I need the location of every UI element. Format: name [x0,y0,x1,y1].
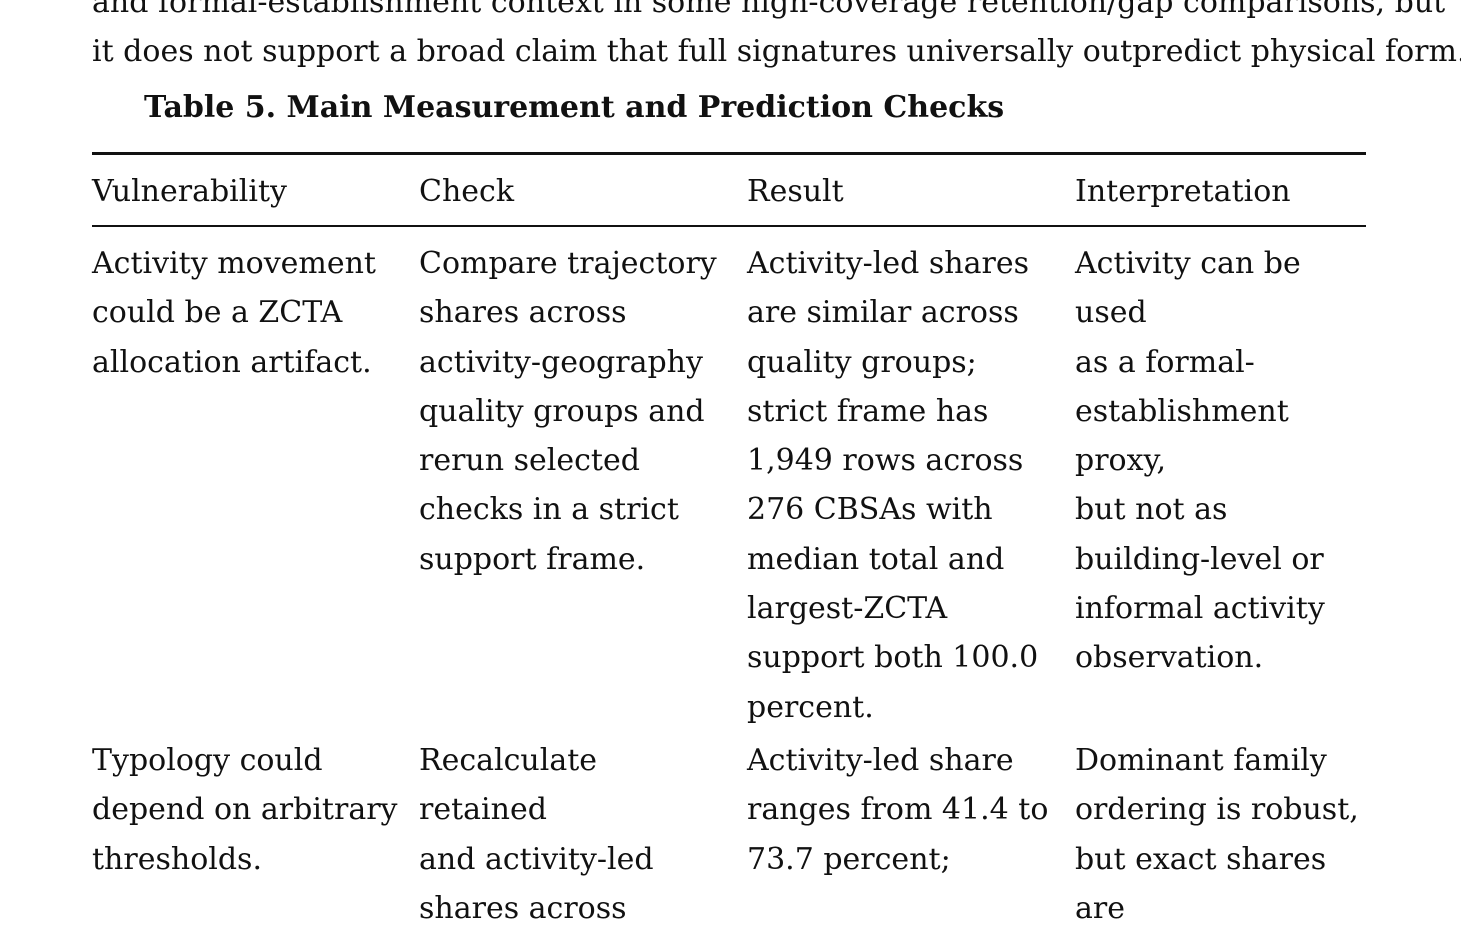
intro-paragraph-line-1: and formal-establishment context in some… [92,0,1446,20]
table-row: Typology could depend on arbitrary thres… [92,732,1366,933]
cell-vulnerability: Typology could depend on arbitrary thres… [92,742,398,877]
table-caption: Table 5. Main Measurement and Prediction… [144,90,1005,125]
intro-paragraph-line-2: it does not support a broad claim that f… [92,34,1461,69]
column-header-check: Check [419,174,515,209]
cell-check: Recalculate retained and activity-led sh… [419,742,654,926]
measurement-checks-table: Vulnerability Check Result Interpretatio… [92,152,1366,933]
cell-interpretation: Activity can be used as a formal- establ… [1075,246,1325,676]
table-row: Activity movement could be a ZCTA alloca… [92,227,1366,732]
document-page: and formal-establishment context in some… [92,0,1461,933]
column-header-interpretation: Interpretation [1075,174,1291,209]
cell-vulnerability: Activity movement could be a ZCTA alloca… [92,246,376,380]
column-header-result: Result [747,174,844,209]
table-header-row: Vulnerability Check Result Interpretatio… [92,155,1366,227]
cell-interpretation: Dominant family ordering is robust, but … [1075,742,1359,926]
column-header-vulnerability: Vulnerability [92,174,287,209]
cell-result: Activity-led share ranges from 41.4 to 7… [747,742,1049,877]
cell-check: Compare trajectory shares across activit… [419,246,717,577]
cell-result: Activity-led shares are similar across q… [747,246,1039,725]
